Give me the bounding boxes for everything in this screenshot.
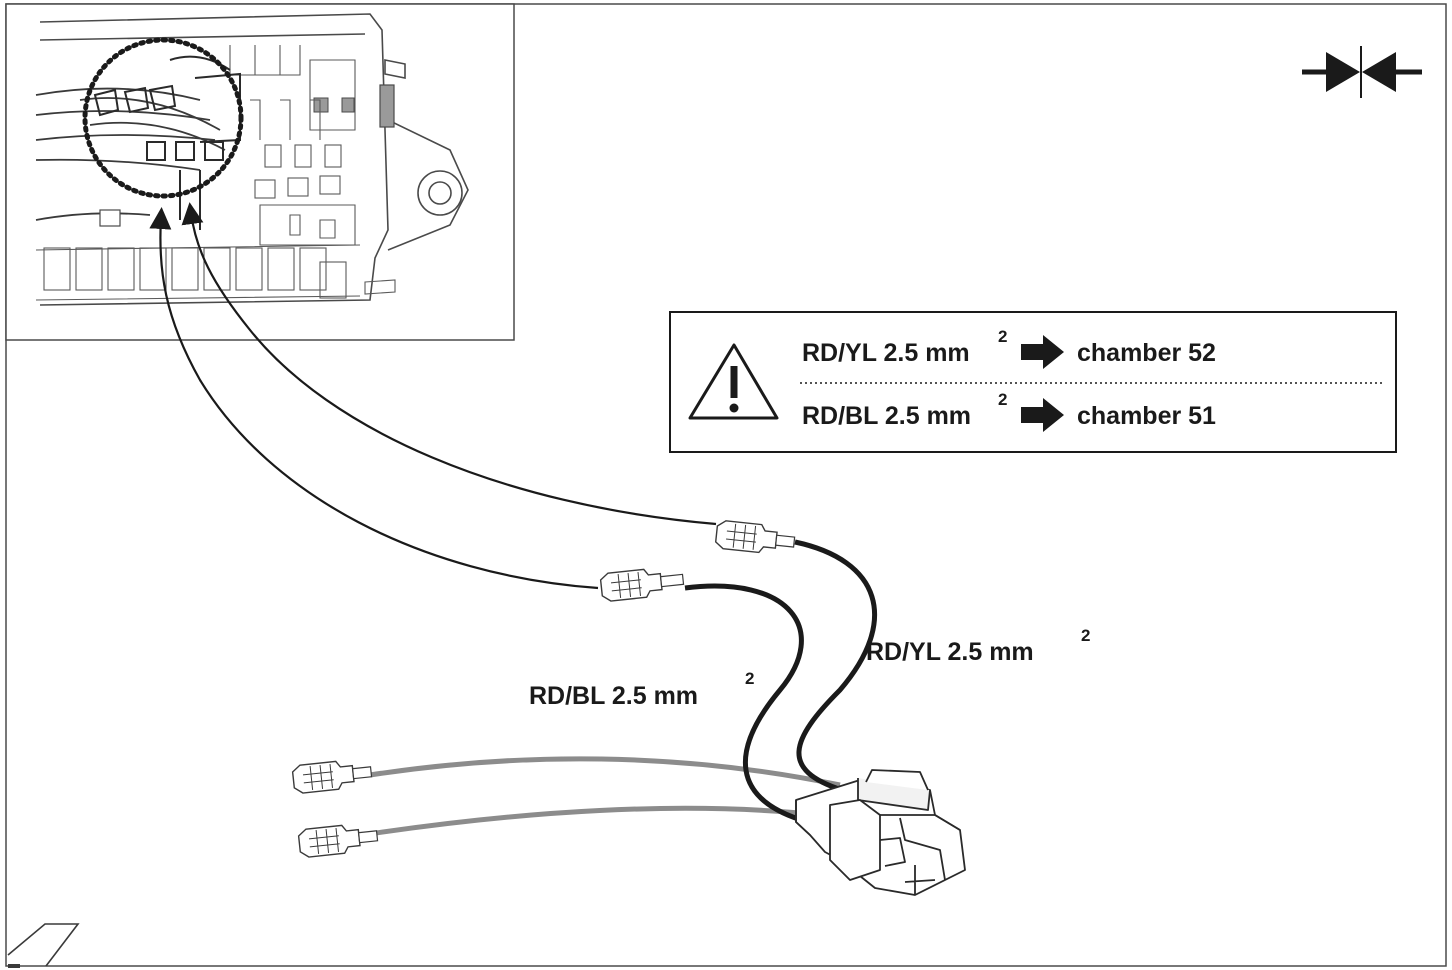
grey-wire-upper <box>369 756 841 788</box>
wire-rd-bl <box>684 583 809 825</box>
notice-row1-target: chamber 52 <box>1077 339 1216 367</box>
terminal-rd-bl <box>599 568 685 602</box>
right-arrow-icon <box>1021 398 1064 432</box>
wire-label-rd-yl: RD/YL 2.5 mm <box>866 638 1034 666</box>
routing-arrow-rd-yl <box>181 202 717 526</box>
wire-label-rd-bl: RD/BL 2.5 mm <box>529 682 698 710</box>
terminal-grey-lower <box>297 824 379 858</box>
terminal-grey-upper <box>291 760 373 794</box>
notice-row2-target: chamber 51 <box>1077 402 1216 430</box>
wire-rd-yl <box>794 539 878 793</box>
terminal-rd-yl <box>714 520 796 554</box>
page-frame <box>5 3 1447 967</box>
notice-row1-exponent: 2 <box>998 327 1007 346</box>
notice-row1-wire: RD/YL 2.5 mm <box>802 339 970 367</box>
routing-arrow-rd-bl <box>149 207 599 590</box>
wire-label-rd-yl-exponent: 2 <box>1081 626 1090 645</box>
connector-housing <box>795 769 966 896</box>
fuse-box-drawing <box>35 13 469 306</box>
notice-row2-wire: RD/BL 2.5 mm <box>802 402 971 430</box>
compress-arrows-icon <box>1302 46 1422 98</box>
page-corner-mark <box>7 923 80 968</box>
right-arrow-icon <box>1021 335 1064 369</box>
chamber-assignment-notice: RD/YL 2.5 mm 2 chamber 52 RD/BL 2.5 mm 2… <box>669 311 1397 453</box>
wire-label-rd-bl-exponent: 2 <box>745 669 754 688</box>
detail-highlight-circle <box>82 37 244 199</box>
warning-triangle-icon <box>688 343 779 420</box>
notice-row2-exponent: 2 <box>998 390 1007 409</box>
fuse-box-inset <box>5 3 515 341</box>
grey-wire-lower <box>375 805 821 836</box>
